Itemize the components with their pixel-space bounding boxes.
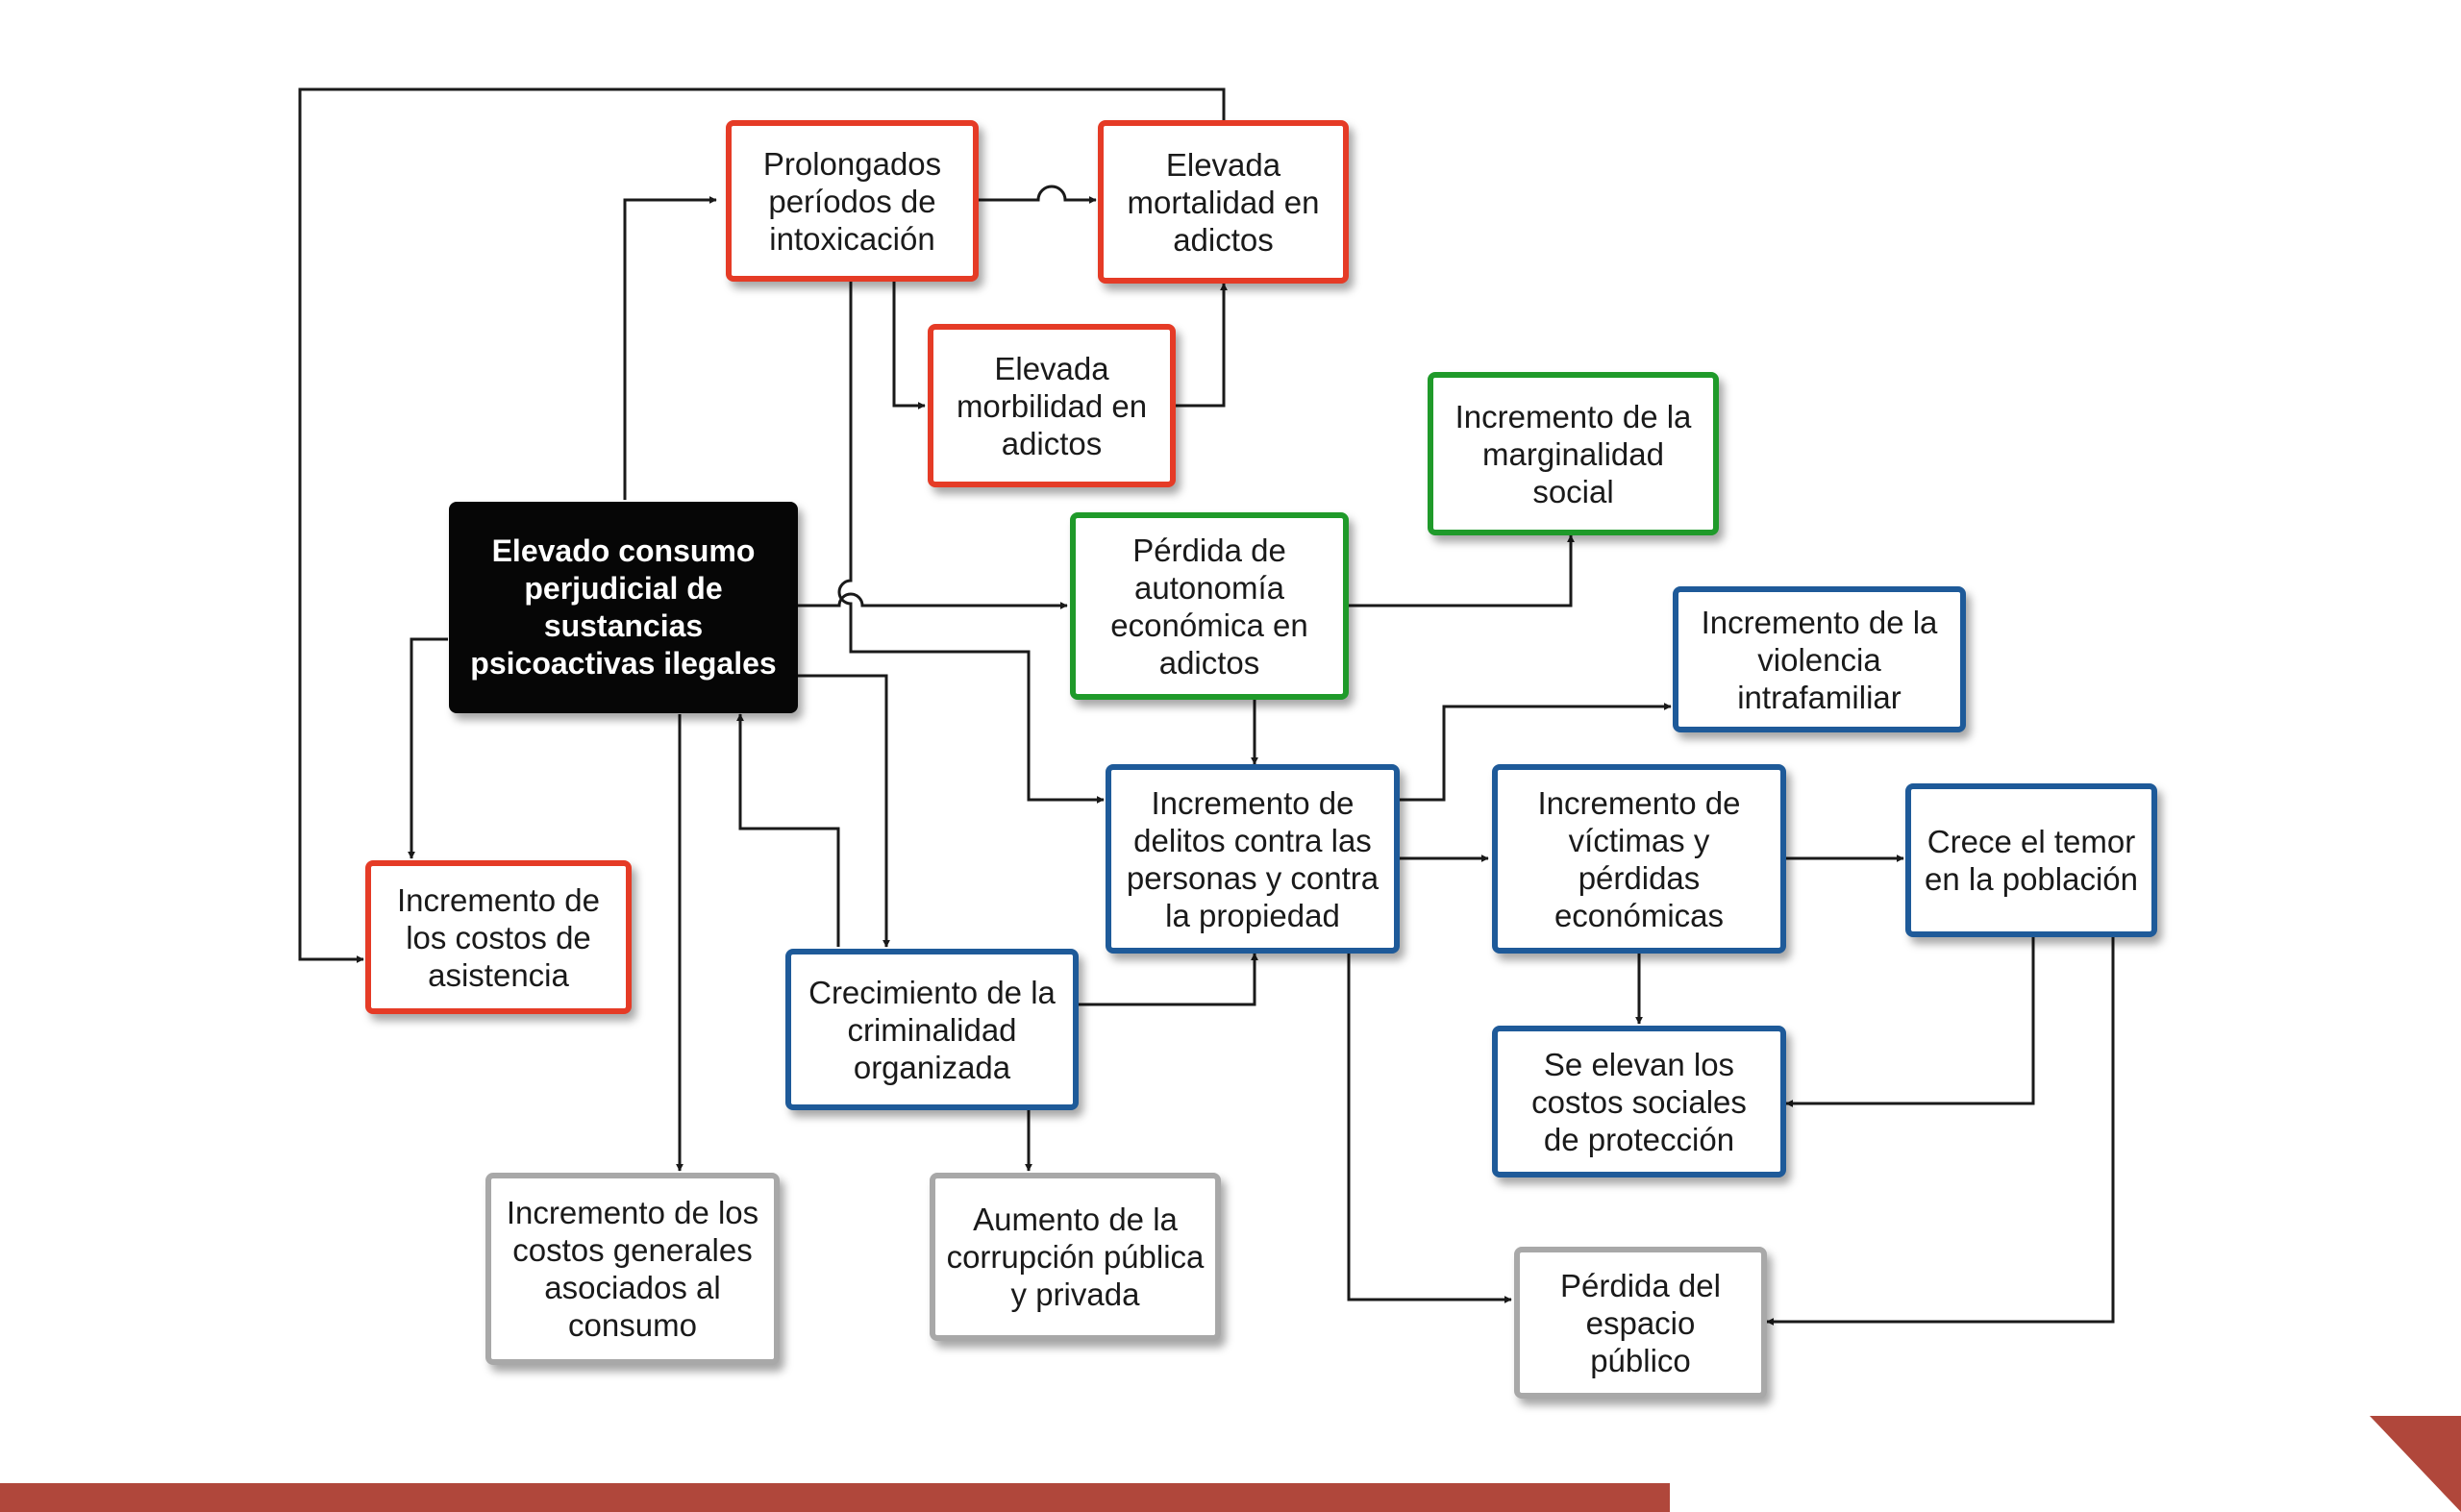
node-mortality: Elevada mortalidad en adictos [1098,120,1349,284]
node-morbidity: Elevada morbilidad en adictos [928,324,1176,487]
connector-intoxication-crimes [837,282,1105,804]
footer-bar [0,1483,1670,1512]
node-general-costs: Incremento de los costos generales asoci… [485,1173,780,1365]
connector-core-care-costs [408,637,448,859]
node-marginality: Incremento de la marginalidad social [1428,372,1719,535]
connector-core-organized-crime [798,674,890,948]
node-autonomy: Pérdida de autonomía económica en adicto… [1070,512,1349,700]
connector-organized-crime-core [736,713,840,947]
node-core-problem: Elevado consumo perjudicial de sustancia… [449,502,798,713]
node-public-space: Pérdida del espacio público [1514,1247,1767,1399]
connector-crimes-public-space [1347,954,1512,1303]
connector-intoxication-mortality [979,185,1097,204]
node-intoxication: Prolongados períodos de intoxicación [726,120,979,282]
connector-morbidity-mortality [1175,283,1228,408]
node-care-costs: Incremento de los costos de asistencia [365,860,632,1014]
connector-crimes-family-violence [1400,703,1672,802]
node-fear: Crece el temor en la población [1905,783,2157,937]
connector-fear-public-space [1766,937,2115,1326]
node-victims: Incremento de víctimas y pérdidas económ… [1492,764,1786,954]
node-protection-costs: Se elevan los costos sociales de protecc… [1492,1026,1786,1177]
connector-core-intoxication [623,196,717,500]
node-family-violence: Incremento de la violencia intrafamiliar [1673,586,1966,732]
node-crimes: Incremento de delitos contra las persona… [1106,764,1400,954]
connector-autonomy-marginality [1349,534,1575,607]
connector-core-autonomy [798,592,1068,609]
node-corruption: Aumento de la corrupción pública y priva… [930,1173,1221,1341]
connector-organized-crime-crimes [1079,953,1258,1006]
connector-intoxication-morbidity [892,282,926,409]
footer-corner-triangle [2370,1416,2461,1512]
connector-fear-protection-costs [1785,937,2035,1107]
connector-top-loop-care-costs [298,87,1226,963]
node-organized-crime: Crecimiento de la criminalidad organizad… [785,949,1079,1110]
